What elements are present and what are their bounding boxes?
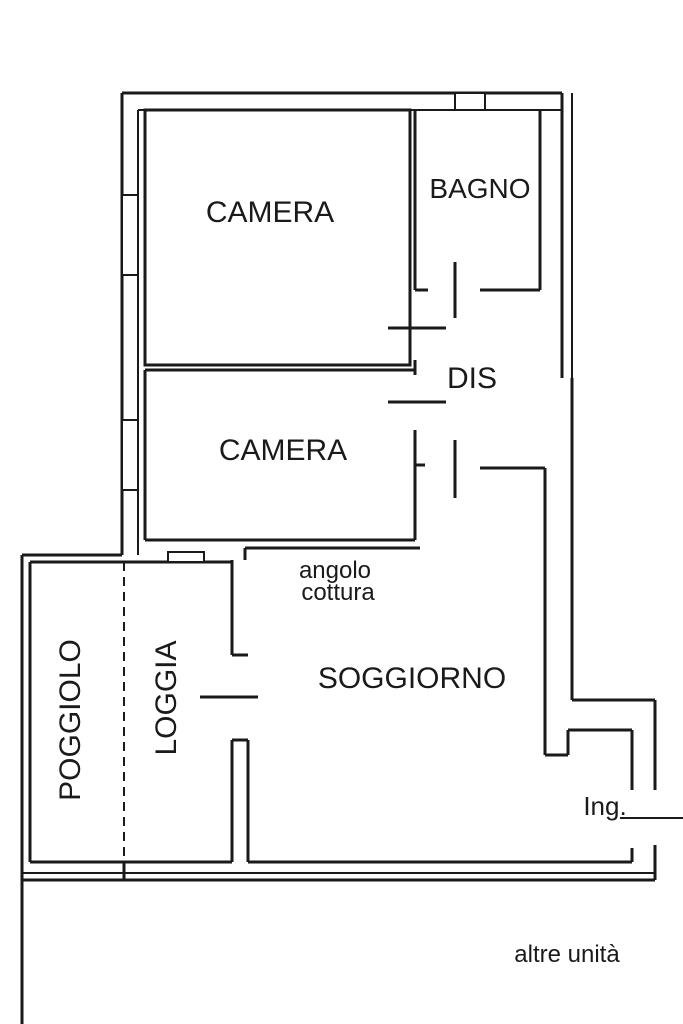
room-bagno: BAGNO	[413, 110, 542, 292]
loggia-block	[20, 551, 234, 1024]
label-dis: DIS	[447, 362, 497, 395]
kitchen-corner: angolo cottura	[243, 546, 420, 606]
room-camera-top: CAMERA	[143, 108, 412, 367]
room-camera-bottom: CAMERA	[143, 360, 425, 542]
label-loggia: LOGGIA	[150, 640, 183, 755]
label-altre-unita: altre unità	[514, 941, 620, 968]
bottom-boundary	[22, 872, 655, 882]
entrance: Ing.	[583, 791, 683, 821]
label-camera-top: CAMERA	[206, 196, 334, 229]
label-camera-bottom: CAMERA	[219, 434, 347, 467]
label-poggiolo: POGGIOLO	[54, 639, 87, 801]
label-soggiorno: SOGGIORNO	[318, 662, 506, 695]
label-cottura: cottura	[301, 579, 375, 606]
label-bagno: BAGNO	[429, 173, 530, 204]
label-ingresso: Ing.	[583, 791, 626, 821]
label-angolo: angolo	[299, 557, 371, 584]
door-marks	[388, 262, 457, 498]
inner-walls-right	[480, 466, 657, 880]
room-soggiorno: SOGGIORNO	[200, 560, 632, 864]
